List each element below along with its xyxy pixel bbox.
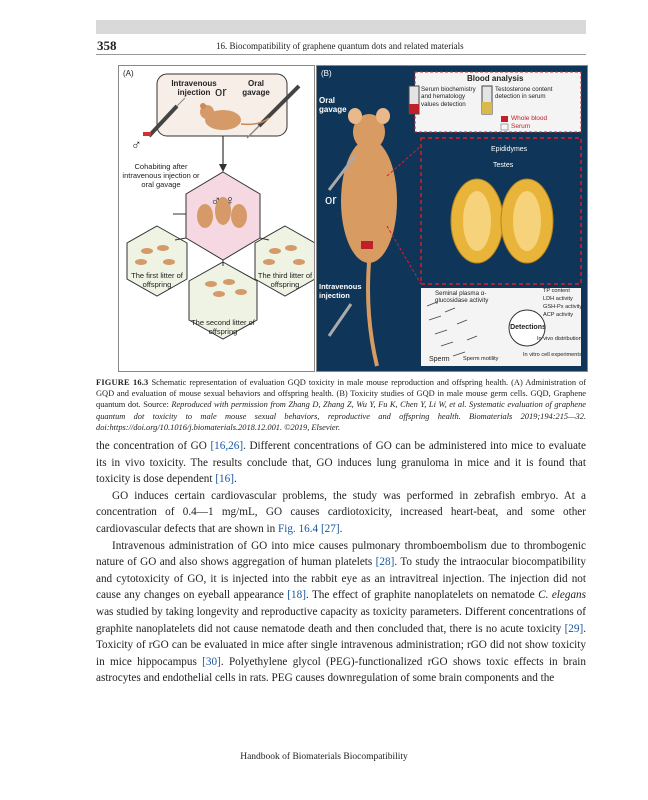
whole-blood-legend: Whole blood xyxy=(511,115,548,122)
text: . xyxy=(233,473,237,486)
gsh-label: GSH-Px activity xyxy=(543,304,583,310)
citation-link[interactable]: [16] xyxy=(215,473,234,486)
page-footer: Handbook of Biomaterials Biocompatibilit… xyxy=(240,752,408,762)
male-female-symbols: ♂ ♀ xyxy=(210,192,236,208)
panel-b-graphics xyxy=(327,71,582,367)
header-bar xyxy=(96,20,586,34)
first-litter-label: The first litter of offspring xyxy=(131,271,183,289)
figure-link[interactable]: Fig. 16.4 xyxy=(278,522,319,535)
seminal-label: Seminal plasma α-glucosidase activity xyxy=(435,290,489,305)
sperm-label: Sperm xyxy=(429,356,450,363)
mouse-icon xyxy=(200,103,270,130)
intravenous-label: Intravenous injection xyxy=(171,79,217,97)
text: the concentration of GO xyxy=(96,440,211,452)
text: . The effect of graphite nanoplatelets o… xyxy=(305,589,539,602)
figure-panel-a: (A) Intravenous injection or Oral gavage… xyxy=(118,65,315,372)
mouse-icon xyxy=(341,108,397,367)
cohabit-label: Cohabiting after intravenous injection o… xyxy=(122,162,200,189)
panel-a-label: (A) xyxy=(123,69,134,78)
testes-label: Testes xyxy=(493,162,514,169)
blood-analysis-label: Blood analysis xyxy=(467,74,524,83)
epididymes-label: Epididymes xyxy=(491,146,528,153)
text: . xyxy=(339,522,343,535)
paragraph-2: GO induces certain cardiovascular proble… xyxy=(96,488,586,538)
serum-label: Serum biochemistry and hematology values… xyxy=(421,86,476,108)
header-rule xyxy=(96,54,586,55)
offspring-icons xyxy=(135,197,305,297)
text: was studied by taking longevity and repr… xyxy=(96,605,586,635)
citation-link[interactable]: [16,26] xyxy=(210,440,244,452)
text: . Toxicity of rGO can be evaluated in mi… xyxy=(96,622,586,668)
citation-link[interactable]: [27] xyxy=(320,522,340,535)
third-litter-label: The third litter of offspring xyxy=(257,271,313,289)
sperm-motility-label: Sperm motility xyxy=(463,356,499,362)
or-label: or xyxy=(215,84,227,99)
syringe-icon xyxy=(143,97,186,138)
citation-link[interactable]: [28] xyxy=(375,556,395,569)
sperm-icons xyxy=(426,301,478,357)
page-number: 358 xyxy=(97,38,117,53)
test-tube-icon xyxy=(408,85,493,115)
second-litter-label: The second litter of offspring xyxy=(191,318,255,336)
intravenous-label: Intravenous injection xyxy=(319,282,362,300)
testosterone-label: Testosterone content detection in serum xyxy=(495,86,553,101)
serum-legend: Serum xyxy=(511,123,531,130)
citation-link[interactable]: [30] xyxy=(202,655,221,668)
text: . To study the intraocular biocompatibil… xyxy=(96,556,586,602)
paragraph-3: Intravenous administration of GO into mi… xyxy=(96,538,586,687)
detections-label: Detections xyxy=(510,324,546,331)
invitro-label: In vitro cell experiments xyxy=(523,352,582,358)
acp-label: ACP activity xyxy=(543,312,574,318)
figure-16-3: (A) Intravenous injection or Oral gavage… xyxy=(118,65,588,372)
figure-caption: FIGURE 16.3 Schematic representation of … xyxy=(96,377,586,433)
testes-icon xyxy=(450,178,554,264)
figure-panel-b: (B) Blood analysis Serum biochemistry an… xyxy=(316,65,588,372)
text: . Different concentrations of GO can be … xyxy=(96,440,586,486)
caption-text: Schematic representation of evaluation G… xyxy=(96,378,586,410)
citation-link[interactable]: [18] xyxy=(287,589,306,602)
panel-b-label: (B) xyxy=(321,69,332,78)
text: Intravenous administration of GO into mi… xyxy=(96,539,586,569)
ldh-label: LDH activity xyxy=(543,296,573,302)
paragraph-1: the concentration of GO [16,26]. Differe… xyxy=(96,438,586,488)
panel-a-graphics xyxy=(126,73,314,340)
text: . Polyethylene glycol (PEG)-functionaliz… xyxy=(96,655,586,685)
text: GO induces certain cardiovascular proble… xyxy=(96,489,586,535)
tp-label: TP content xyxy=(543,288,570,294)
invivo-label: In vivo distribution xyxy=(537,336,582,342)
body-text: the concentration of GO [16,26]. Differe… xyxy=(96,438,586,687)
oral-gavage-label: Oral gavage xyxy=(319,96,347,114)
gavage-needle-icon xyxy=(246,84,301,139)
running-title: 16. Biocompatibility of graphene quantum… xyxy=(216,41,464,51)
citation-link[interactable]: [29] xyxy=(564,622,584,635)
caption-source: Reproduced with permission from Zhang D,… xyxy=(96,400,587,432)
species-name: C. elegans xyxy=(538,589,587,602)
oral-gavage-label: Oral gavage xyxy=(242,79,270,97)
or-label: or xyxy=(325,192,337,207)
caption-lead: FIGURE 16.3 xyxy=(96,378,149,387)
male-symbol: ♂ xyxy=(131,136,142,152)
